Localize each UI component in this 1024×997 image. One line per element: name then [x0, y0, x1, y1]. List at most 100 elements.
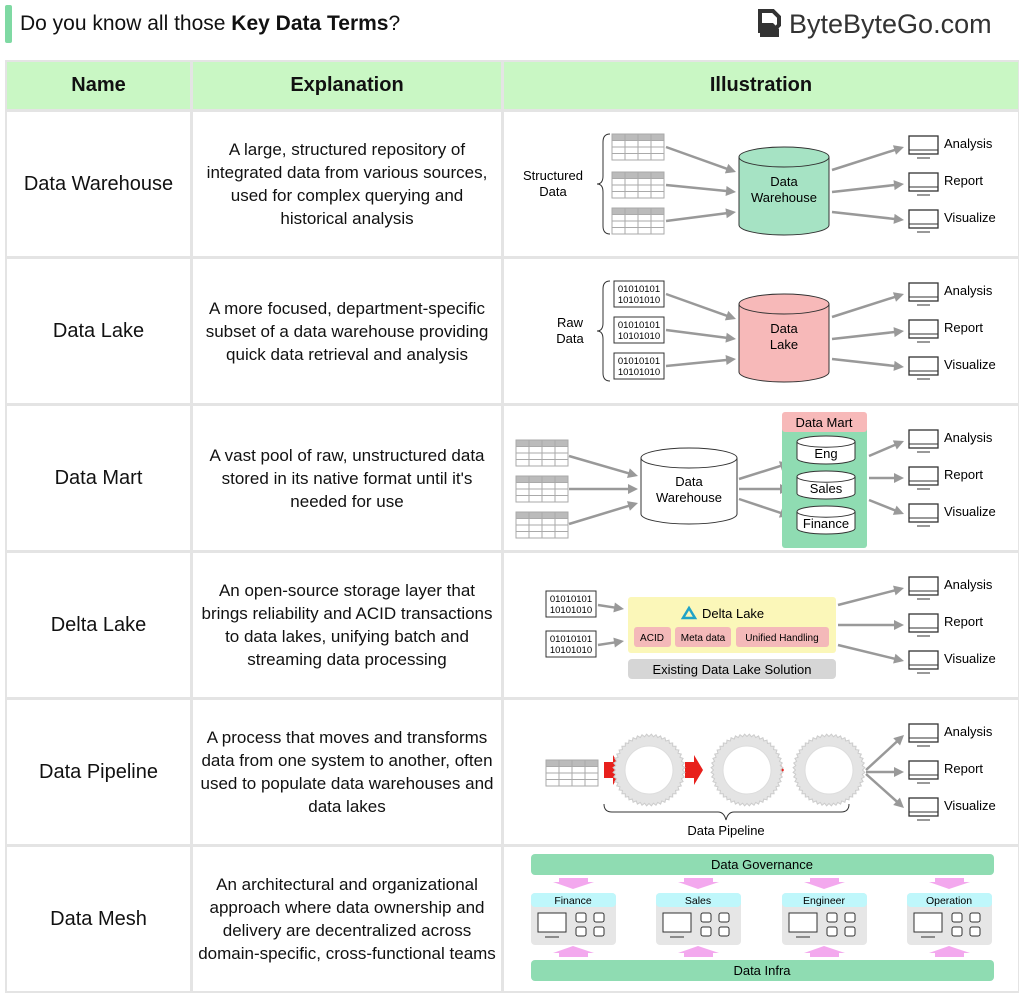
- monitor-screen: [908, 503, 939, 523]
- gear-icon: [792, 733, 866, 807]
- arrow-line: [665, 183, 730, 193]
- delta-lake-title: Delta Lake: [702, 606, 764, 621]
- arrow: [837, 585, 904, 607]
- gear-inner: [624, 745, 674, 795]
- monitor-icon: [908, 650, 939, 674]
- domain-node: Sales: [656, 878, 741, 957]
- monitor-screen: [908, 135, 939, 155]
- cylinder-body: [796, 441, 856, 465]
- source-label: Data: [556, 331, 584, 346]
- pink-arrow-down: [553, 878, 594, 889]
- data-mart-header: [782, 412, 867, 432]
- database-icon: [718, 926, 730, 937]
- table-icon: [611, 171, 665, 199]
- monitor-icon: [908, 209, 939, 233]
- domain-header: [782, 893, 867, 907]
- term-explanation: A more focused, department-specific subs…: [193, 259, 501, 403]
- term-explanation: A vast pool of raw, unstructured data st…: [193, 406, 501, 550]
- arrow-head: [725, 332, 736, 343]
- binary-box: [613, 280, 665, 308]
- arrow-line: [568, 503, 632, 526]
- arrow-line: [831, 330, 898, 341]
- arrow-head: [893, 180, 904, 191]
- monitor-icon: [788, 912, 818, 933]
- monitor-icon: [537, 912, 567, 933]
- existing-solution-bar: [628, 659, 836, 679]
- cylinder-top: [738, 293, 830, 315]
- monitor-icon: [908, 172, 939, 196]
- title-text: Do you know all those: [20, 12, 232, 35]
- monitor-screen: [908, 319, 939, 339]
- gear-icon: [612, 733, 686, 807]
- arrow-head: [613, 637, 624, 648]
- monitor-screen: [908, 466, 939, 486]
- term-name: Data Pipeline: [7, 700, 190, 844]
- term-explanation: An architectural and organizational appr…: [193, 847, 501, 991]
- arrow-head: [613, 602, 624, 613]
- pipeline-brace: [603, 803, 850, 821]
- database-icon: [593, 926, 605, 937]
- arrow-head: [892, 145, 904, 155]
- arrow-line: [837, 643, 898, 661]
- arrow: [665, 145, 736, 174]
- monitor-icon: [908, 282, 939, 306]
- output-label: Visualize: [944, 798, 996, 813]
- arrow-head: [893, 585, 904, 596]
- brace: [596, 133, 611, 235]
- cylinder-body: [796, 511, 856, 535]
- terms-table: Name Explanation Illustration Data Wareh…: [5, 60, 1019, 993]
- database-icon: [826, 912, 838, 923]
- arrow-head: [725, 208, 736, 219]
- database-cylinder-icon: [738, 146, 830, 236]
- table-icon: [515, 511, 569, 539]
- output-label: Analysis: [944, 430, 993, 445]
- cylinder-top: [796, 470, 856, 483]
- domain-header: [531, 893, 616, 907]
- binary-text: 10101010: [618, 295, 660, 306]
- database-icon: [700, 912, 712, 923]
- table-icon: [611, 133, 665, 161]
- binary-text: 01010101: [618, 356, 660, 367]
- column-header-name: Name: [7, 62, 190, 109]
- mart-label: Finance: [803, 516, 849, 531]
- monitor-screen: [908, 209, 939, 229]
- output-label: Analysis: [944, 136, 993, 151]
- illustration-data-mart: Data Warehouse Data Mart Eng Sales Finan…: [504, 406, 1018, 550]
- pink-arrow-down: [804, 878, 845, 889]
- term-explanation: A large, structured repository of integr…: [193, 112, 501, 256]
- gear-inner: [722, 745, 772, 795]
- mart-label: Eng: [814, 446, 837, 461]
- arrow-line: [868, 498, 898, 513]
- monitor-icon: [908, 429, 939, 453]
- data-infra-label: Data Infra: [733, 963, 791, 978]
- output-label: Visualize: [944, 651, 996, 666]
- arrow-head: [892, 440, 904, 450]
- arrow-line: [738, 463, 784, 481]
- pink-arrow-down: [929, 878, 970, 889]
- arrow: [568, 454, 638, 479]
- binary-text: 10101010: [618, 331, 660, 342]
- database-icon: [700, 926, 712, 937]
- output-label: Report: [944, 467, 983, 482]
- monitor-screen: [908, 723, 939, 743]
- data-governance-bar: [531, 854, 994, 875]
- arrow: [665, 208, 736, 223]
- monitor-screen: [908, 650, 939, 670]
- arrow: [866, 767, 904, 777]
- monitor-icon: [908, 503, 939, 527]
- binary-box: [613, 352, 665, 380]
- term-name: Data Mart: [7, 406, 190, 550]
- table-icon: [515, 475, 569, 503]
- pink-arrow-up: [929, 946, 970, 957]
